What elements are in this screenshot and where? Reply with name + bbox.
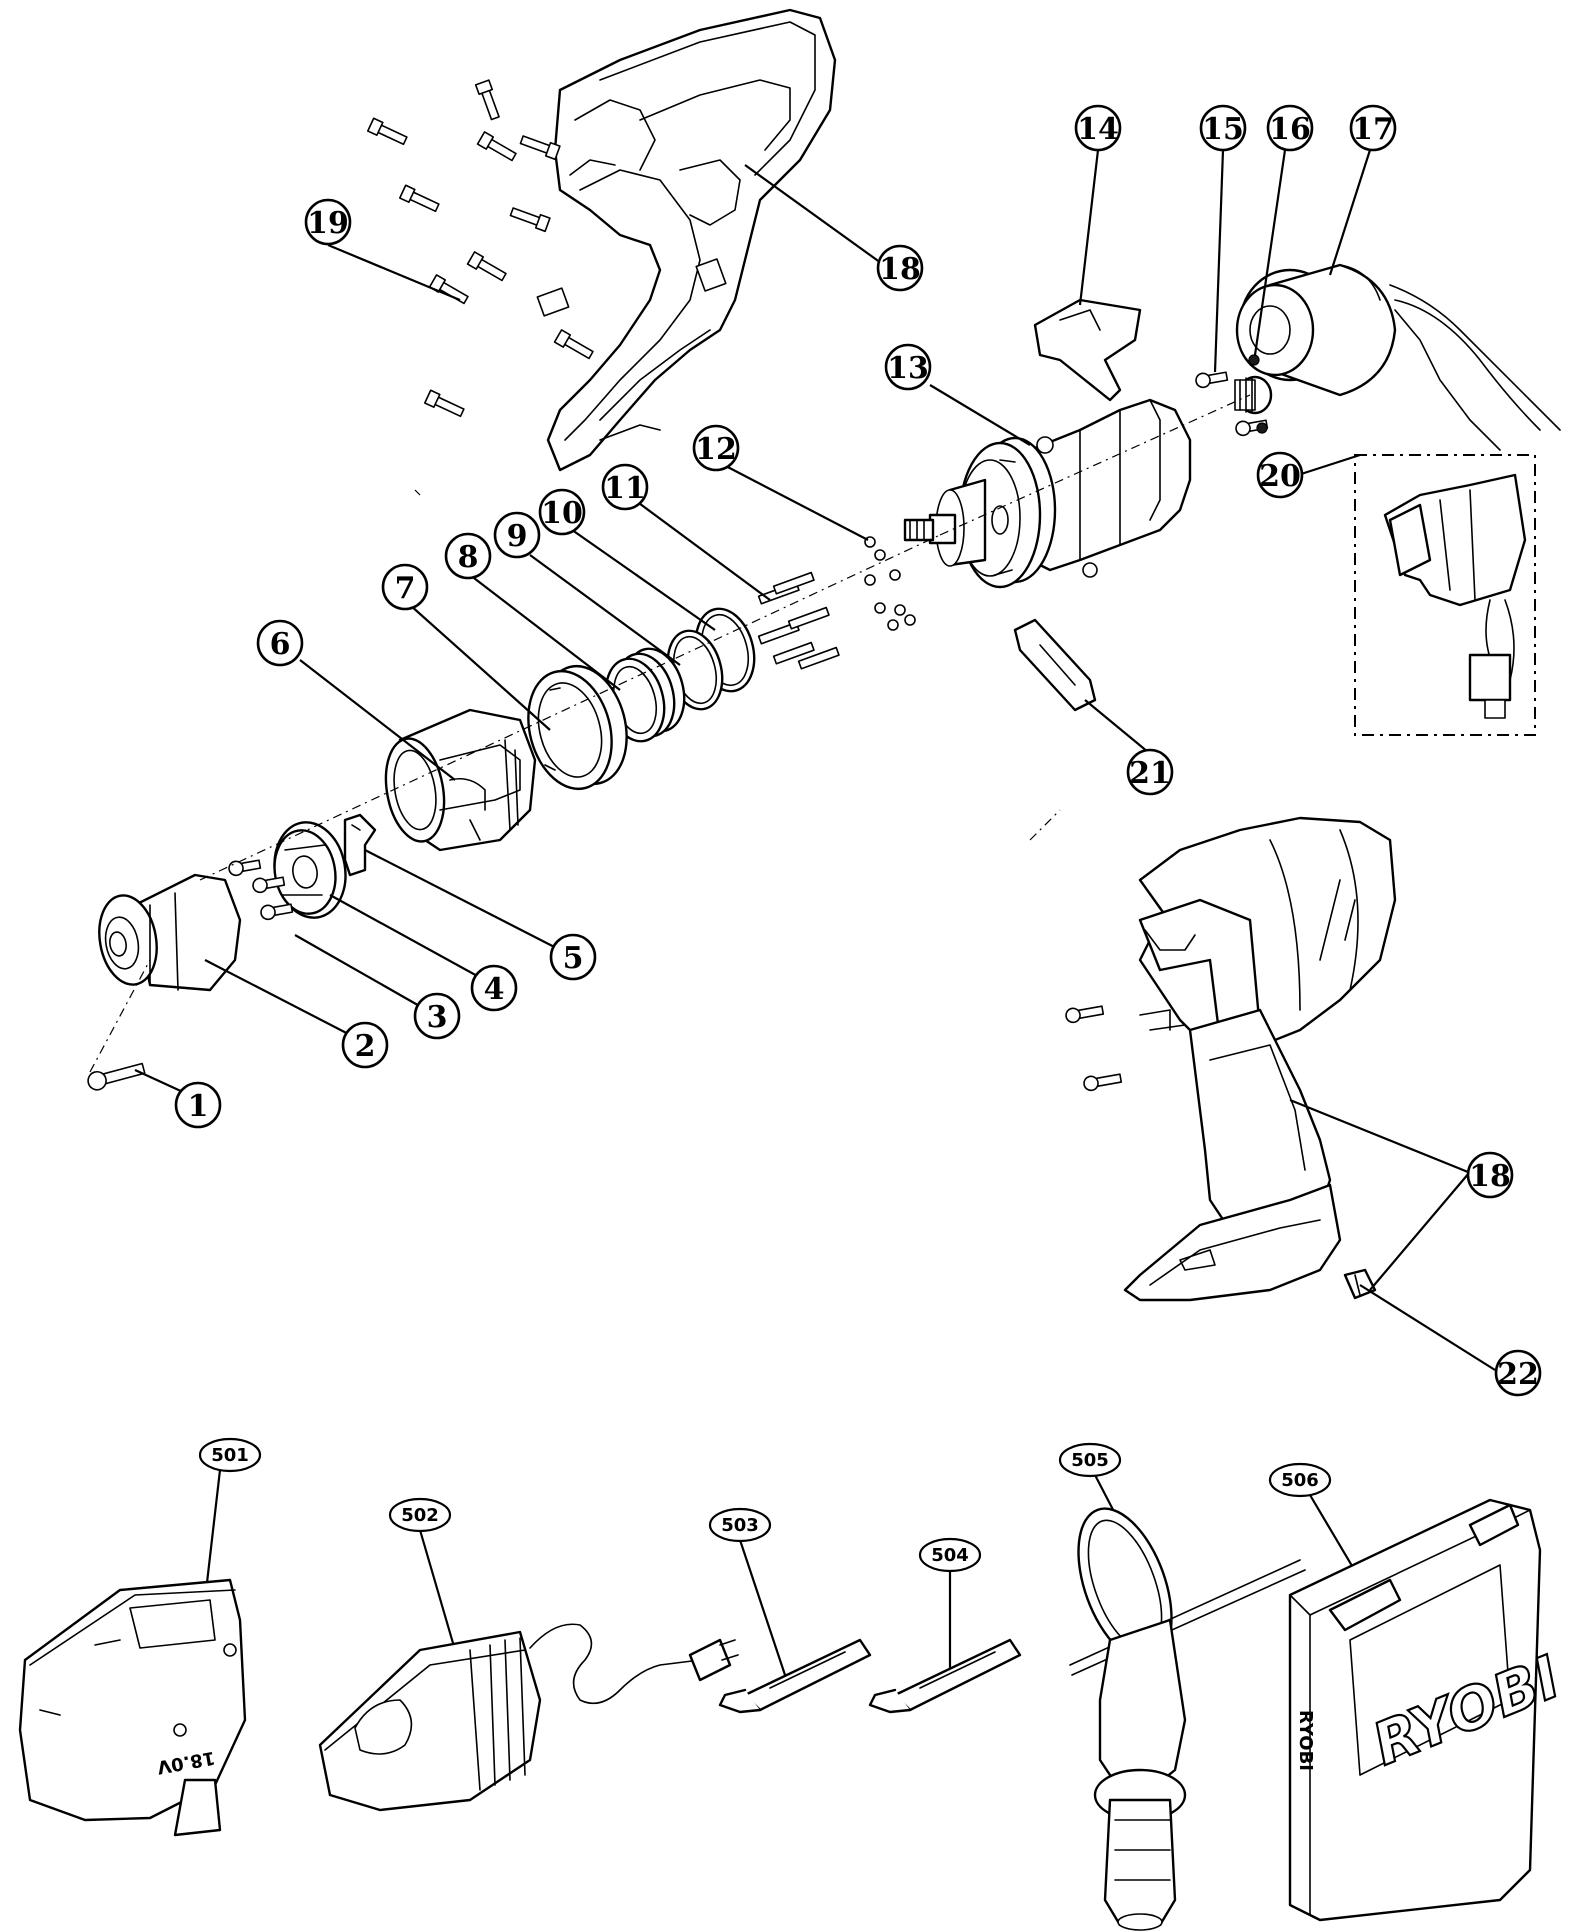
callout-19: 19 [304, 198, 352, 246]
housing-assembled [1123, 816, 1397, 1302]
carry-case: RYOBI RYOBI [1288, 1498, 1570, 1922]
callout-13: 13 [884, 343, 932, 391]
screwdriver-bit-2 [868, 1638, 1022, 1714]
svg-text:5: 5 [563, 941, 584, 976]
svg-text:501: 501 [211, 1445, 249, 1466]
svg-text:19: 19 [307, 206, 349, 241]
clutch-collar [384, 708, 537, 852]
svg-text:505: 505 [1071, 1450, 1109, 1471]
chuck-screws [228, 859, 294, 921]
svg-text:2: 2 [355, 1029, 376, 1064]
switch-assembly [1383, 473, 1527, 719]
motor-pinion [1234, 375, 1273, 415]
screwdriver-bit-1 [718, 1638, 872, 1714]
centre-axes [89, 394, 1251, 1073]
callout-5: 5 [549, 933, 597, 981]
callout-2: 2 [341, 1021, 389, 1069]
callout-18-upper: 18 [876, 244, 924, 292]
callout-22: 22 [1494, 1349, 1542, 1397]
lock-switch [1013, 618, 1097, 712]
svg-text:15: 15 [1202, 112, 1244, 147]
callout-14: 14 [1074, 104, 1122, 152]
callout-12: 12 [692, 424, 740, 472]
motor [1234, 263, 1561, 451]
callout-506: 506 [1268, 1462, 1332, 1498]
forward-reverse-lever [1033, 298, 1142, 402]
keyless-chuck [98, 873, 242, 992]
callout-11: 11 [601, 463, 649, 511]
svg-text:10: 10 [541, 496, 583, 531]
battery-pack: 18.0V [18, 1578, 247, 1837]
assembled-housing-screws [1065, 1005, 1123, 1092]
case-side-brand: RYOBI [1295, 1710, 1316, 1771]
battery-charger [318, 1623, 739, 1812]
callout-3: 3 [413, 992, 461, 1040]
callout-1: 1 [174, 1081, 222, 1129]
svg-text:4: 4 [484, 972, 505, 1007]
svg-text:21: 21 [1129, 756, 1171, 791]
svg-text:9: 9 [507, 519, 528, 554]
svg-text:6: 6 [270, 627, 291, 662]
callout-15: 15 [1199, 104, 1247, 152]
svg-text:7: 7 [395, 571, 416, 606]
svg-text:17: 17 [1352, 112, 1394, 147]
svg-text:18: 18 [1469, 1159, 1511, 1194]
svg-text:1: 1 [188, 1089, 209, 1124]
callout-4: 4 [470, 964, 518, 1012]
side-handle [1069, 1507, 1306, 1931]
callout-502: 502 [388, 1497, 452, 1533]
callout-16: 16 [1266, 104, 1314, 152]
chuck-screw [87, 1062, 146, 1091]
clutch-ring [527, 664, 628, 791]
callout-17: 17 [1349, 104, 1397, 152]
callout-10: 10 [538, 488, 586, 536]
retaining-clip [343, 813, 377, 877]
small-clip [1343, 1268, 1377, 1300]
svg-text:20: 20 [1259, 459, 1301, 494]
callout-8: 8 [444, 532, 492, 580]
svg-text:12: 12 [695, 432, 737, 467]
steel-balls [864, 536, 916, 631]
svg-text:8: 8 [458, 540, 479, 575]
svg-text:11: 11 [604, 471, 646, 506]
callout-501: 501 [198, 1437, 262, 1473]
callout-18-lower: 18 [1466, 1151, 1514, 1199]
svg-text:3: 3 [427, 1000, 448, 1035]
callout-7: 7 [381, 563, 429, 611]
callout-21: 21 [1126, 748, 1174, 796]
svg-text:504: 504 [931, 1545, 969, 1566]
motor-screws [1195, 354, 1269, 437]
svg-text:18: 18 [879, 252, 921, 287]
gearbox-assembly [903, 398, 1192, 589]
callout-505: 505 [1058, 1442, 1122, 1478]
svg-text:13: 13 [887, 351, 929, 386]
callout-9: 9 [493, 511, 541, 559]
svg-text:503: 503 [721, 1515, 759, 1536]
callout-504: 504 [918, 1537, 982, 1573]
svg-text:22: 22 [1497, 1357, 1539, 1392]
housing-half-left [546, 8, 837, 472]
svg-text:506: 506 [1281, 1470, 1319, 1491]
chuck-plate [273, 821, 347, 919]
callout-503: 503 [708, 1507, 772, 1543]
switch-group-box [1354, 454, 1536, 736]
svg-text:16: 16 [1269, 112, 1311, 147]
housing-screws [366, 79, 594, 418]
svg-text:502: 502 [401, 1505, 439, 1526]
callout-20: 20 [1256, 451, 1304, 499]
clutch-pins [757, 571, 840, 670]
callouts: 1 2 3 4 5 6 7 8 9 10 11 12 13 14 15 16 1… [174, 104, 1542, 1573]
callout-6: 6 [256, 619, 304, 667]
svg-text:14: 14 [1077, 112, 1119, 147]
